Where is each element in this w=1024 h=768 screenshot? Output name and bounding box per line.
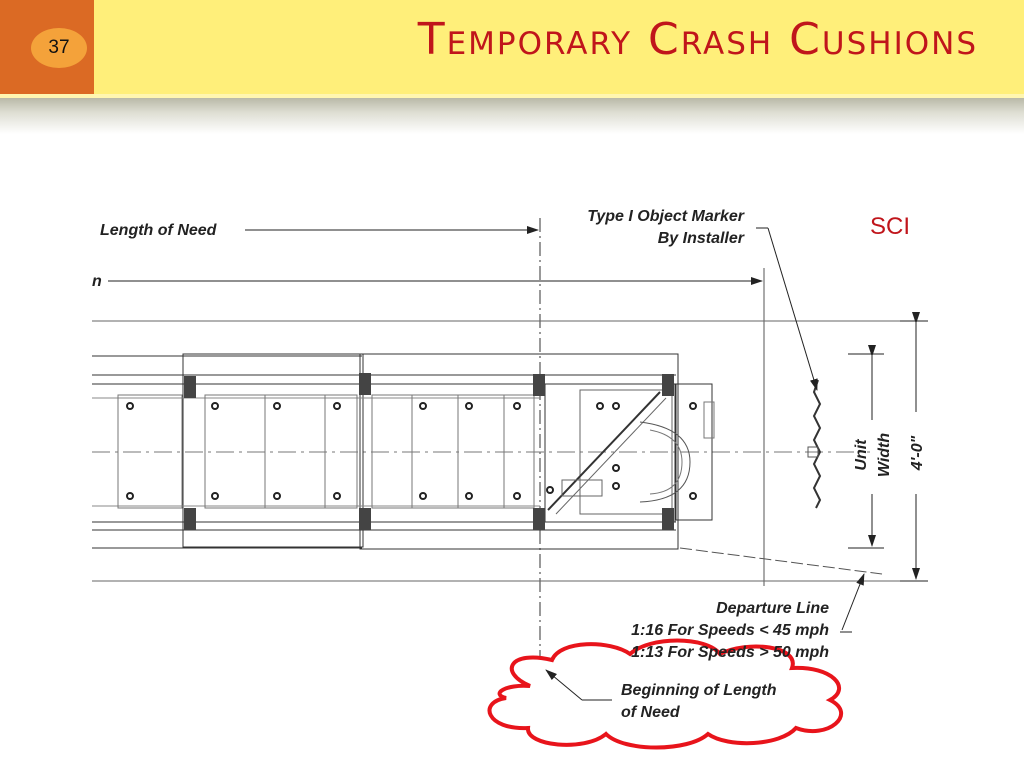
overall-width-label: 4'-0" bbox=[909, 435, 926, 471]
callout-label-line2: of Need bbox=[621, 704, 681, 721]
length-of-need-label: Length of Need bbox=[100, 222, 218, 239]
slide-number: 37 bbox=[48, 37, 70, 58]
lane-lines bbox=[92, 320, 928, 582]
marker-label-line2: By Installer bbox=[658, 230, 745, 247]
departure-label-line2: 1:16 For Speeds < 45 mph bbox=[631, 622, 829, 639]
marker-post bbox=[807, 446, 819, 458]
header-stripe bbox=[0, 94, 1024, 98]
object-marker bbox=[812, 379, 822, 509]
callout-cloud bbox=[487, 638, 844, 750]
unit-width-dimension bbox=[848, 345, 884, 549]
marker-leader-arrow bbox=[767, 227, 818, 391]
slide-title: Temporary Crash Cushions bbox=[417, 14, 978, 65]
slide-number-circle bbox=[31, 28, 87, 68]
unit-width-label-line2: Width bbox=[876, 433, 893, 478]
callout-label-line1: Beginning of Length bbox=[621, 682, 777, 699]
departure-taper-line bbox=[679, 547, 883, 575]
header-shadow bbox=[0, 98, 1024, 134]
unit-width-label-line1: Unit bbox=[853, 439, 870, 471]
sci-label: SCI bbox=[870, 213, 910, 240]
marker-label-line1: Type I Object Marker bbox=[587, 208, 745, 225]
departure-leader-arrow bbox=[841, 573, 865, 631]
overall-width-dimension bbox=[900, 312, 928, 582]
slide-header bbox=[0, 0, 1024, 94]
departure-label-line3: 1:13 For Speeds > 50 mph bbox=[631, 644, 829, 661]
departure-label-line1: Departure Line bbox=[716, 600, 829, 617]
callout-leader-arrow bbox=[545, 669, 583, 701]
support-posts bbox=[184, 373, 674, 530]
bolts bbox=[126, 402, 697, 500]
cut-label: n bbox=[92, 273, 102, 290]
